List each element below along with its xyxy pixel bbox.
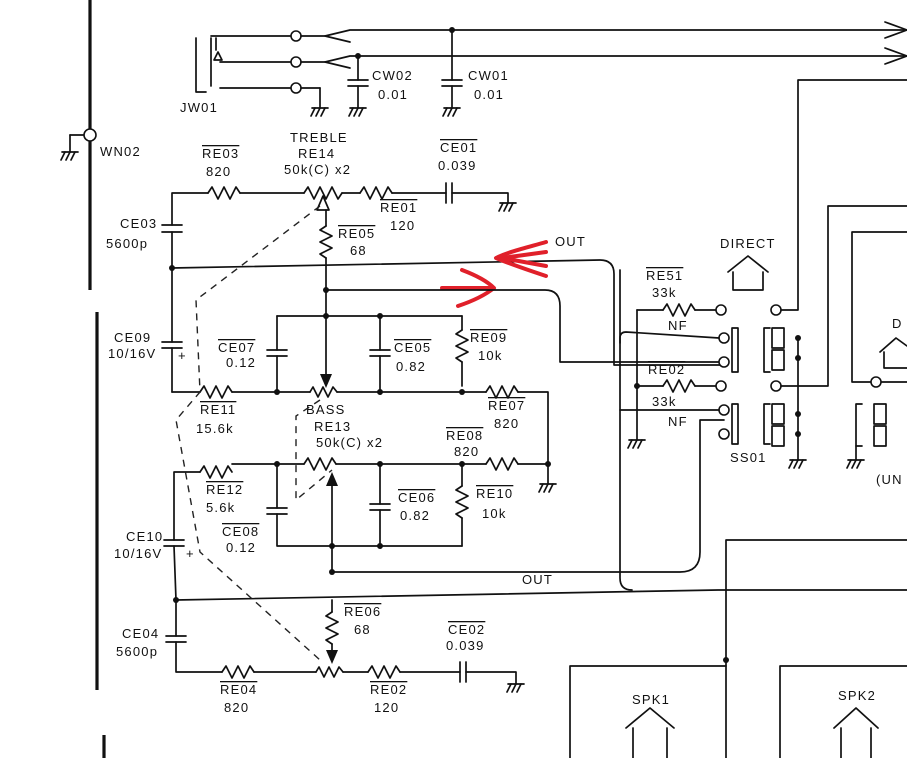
ce09-capacitor [161, 341, 183, 393]
out-top-label: OUT [555, 234, 586, 249]
bass-ref: RE13 [314, 419, 351, 434]
jw01-jack: JW01 [180, 30, 329, 117]
ce06-label: CE06 [398, 490, 435, 505]
cw01-capacitor: CW01 0.01 [441, 29, 509, 117]
re10-label: RE10 [476, 486, 513, 501]
re02-bottom-value: 120 [374, 700, 399, 715]
bass-value: 50k(C) x2 [316, 435, 383, 450]
ce01-label: CE01 [440, 140, 477, 155]
ce07-value: 0.12 [226, 355, 256, 370]
ganged-linkage [175, 205, 333, 661]
ce08-label: CE08 [222, 524, 259, 539]
re11-value: 15.6k [196, 421, 234, 436]
re02-right-label: RE02 [648, 362, 685, 377]
re03-value: 820 [206, 164, 231, 179]
treble-name: TREBLE [290, 130, 348, 145]
ce04-capacitor [165, 635, 223, 673]
re01-label: RE01 [380, 200, 417, 215]
re02-right-note: NF [668, 414, 688, 429]
direct-label: DIRECT [720, 236, 776, 251]
re09-label: RE09 [470, 330, 507, 345]
re01-value: 120 [390, 218, 415, 233]
re11-label: RE11 [200, 402, 236, 417]
re04-label: RE04 [220, 682, 257, 697]
re51-label: RE51 [646, 268, 683, 283]
ce10-polarity: + [186, 546, 195, 561]
cw01-value: 0.01 [474, 87, 504, 102]
ce03-value: 5600p [106, 236, 148, 251]
re06-value: 68 [354, 622, 371, 637]
treble-ref: RE14 [298, 146, 335, 161]
ce03-capacitor [161, 224, 183, 269]
ss01-label: SS01 [730, 450, 767, 465]
re07-label: RE07 [488, 398, 525, 413]
re09-value: 10k [478, 348, 503, 363]
treble-network [171, 182, 517, 291]
jw01-label: JW01 [180, 100, 218, 115]
ce03-label: CE03 [120, 216, 157, 231]
ce01-value: 0.039 [438, 158, 477, 173]
re51-value: 33k [652, 285, 677, 300]
ce08-value: 0.12 [226, 540, 256, 555]
spk2-label: SPK2 [838, 688, 876, 703]
ce06-value: 0.82 [400, 508, 430, 523]
bass-row [171, 385, 549, 463]
cut-d-label: D [892, 316, 903, 331]
re08-value: 820 [454, 444, 479, 459]
cw02-label: CW02 [372, 68, 413, 83]
re03-label: RE03 [202, 146, 239, 161]
re02-bottom-label: RE02 [370, 682, 407, 697]
ce05-label: CE05 [394, 340, 431, 355]
re05-value: 68 [350, 243, 367, 258]
ce02-label: CE02 [448, 622, 485, 637]
re12-value: 5.6k [206, 500, 235, 515]
cw02-value: 0.01 [378, 87, 408, 102]
re10-value: 10k [482, 506, 507, 521]
out-bottom-label: OUT [522, 572, 553, 587]
re08-label: RE08 [446, 428, 483, 443]
spk1-label: SPK1 [632, 692, 670, 707]
ce09-polarity: + [178, 348, 187, 363]
re05-label: RE05 [338, 226, 375, 241]
bass-name: BASS [306, 402, 345, 417]
wn02-label: WN02 [100, 144, 141, 159]
re51-note: NF [668, 318, 688, 333]
bass-row-2 [173, 419, 725, 575]
input-lines [300, 21, 907, 69]
ce04-label: CE04 [122, 626, 159, 641]
ce10-label: CE10 [126, 529, 163, 544]
nf-switch-network [569, 79, 907, 758]
wn02-terminal: WN02 [60, 128, 141, 161]
ce10-capacitor [163, 539, 185, 601]
ce04-value: 5600p [116, 644, 158, 659]
re12-label: RE12 [206, 482, 243, 497]
out-top-line [169, 259, 725, 366]
red-arrow-lower [440, 268, 496, 308]
re04-value: 820 [224, 700, 249, 715]
out-bottom-line [173, 269, 907, 637]
left-rail [88, 0, 106, 758]
ce05-value: 0.82 [396, 359, 426, 374]
re07-value: 820 [494, 416, 519, 431]
bottom-network [221, 599, 525, 693]
ce10-value: 10/16V [114, 546, 162, 561]
mid-network [266, 287, 725, 393]
cw02-capacitor: CW02 0.01 [347, 55, 413, 117]
ce02-value: 0.039 [446, 638, 485, 653]
cut-un-label: (UN [876, 472, 903, 487]
re06-label: RE06 [344, 604, 381, 619]
ce09-label: CE09 [114, 330, 151, 345]
treble-value: 50k(C) x2 [284, 162, 351, 177]
red-arrow-upper [494, 240, 548, 278]
ce07-label: CE07 [218, 340, 255, 355]
cw01-label: CW01 [468, 68, 509, 83]
ce09-value: 10/16V [108, 346, 156, 361]
re02-right-value: 33k [652, 394, 677, 409]
